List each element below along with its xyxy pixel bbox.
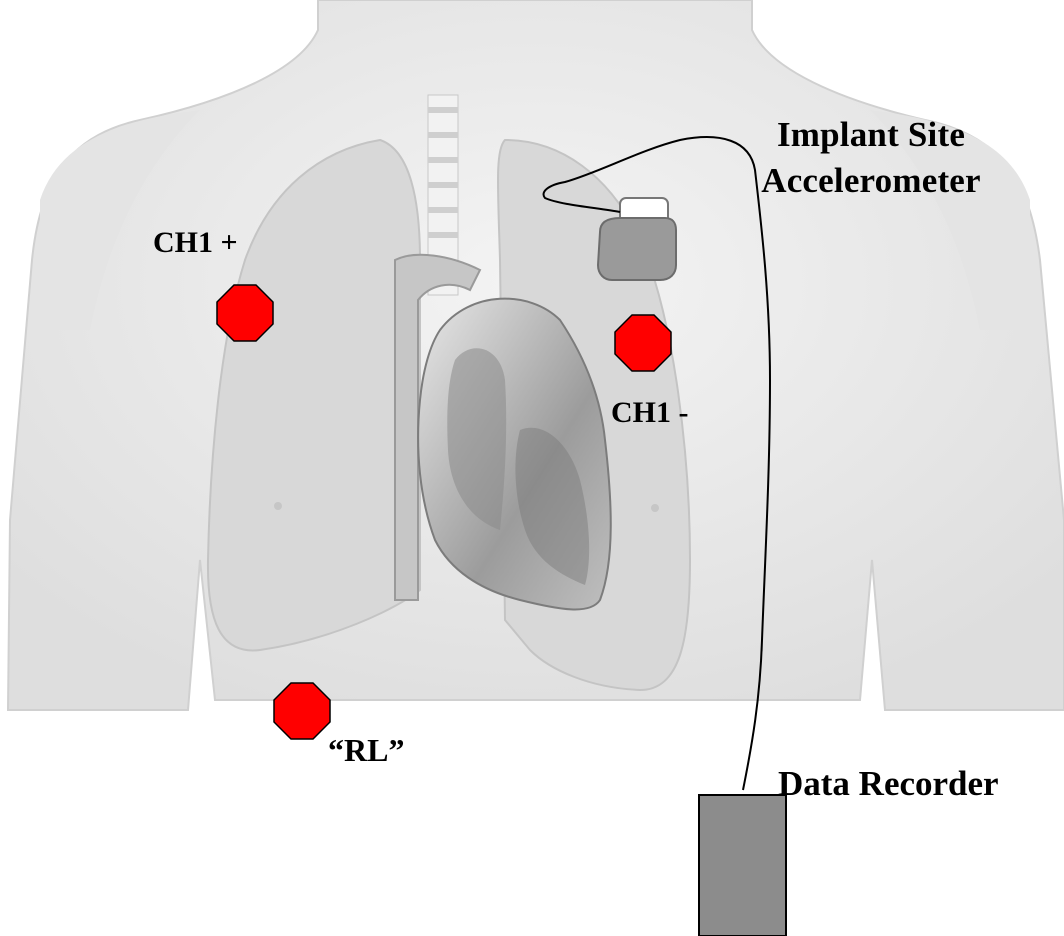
electrode-ch1-plus bbox=[217, 285, 273, 341]
implant-site-label: Implant Site Accelerometer bbox=[706, 112, 1036, 204]
implant-site-line2: Accelerometer bbox=[706, 158, 1036, 204]
rl-label: “RL” bbox=[328, 734, 404, 766]
left-nipple bbox=[651, 504, 659, 512]
data-recorder-label: Data Recorder bbox=[778, 766, 999, 801]
electrode-rl bbox=[274, 683, 330, 739]
electrode-ch1-minus bbox=[615, 315, 671, 371]
data-recorder-box bbox=[699, 795, 786, 936]
ch1-minus-label: CH1 - bbox=[611, 398, 689, 428]
right-nipple bbox=[274, 502, 282, 510]
implant-site-line1: Implant Site bbox=[706, 112, 1036, 158]
ch1-plus-label: CH1 + bbox=[153, 228, 238, 258]
